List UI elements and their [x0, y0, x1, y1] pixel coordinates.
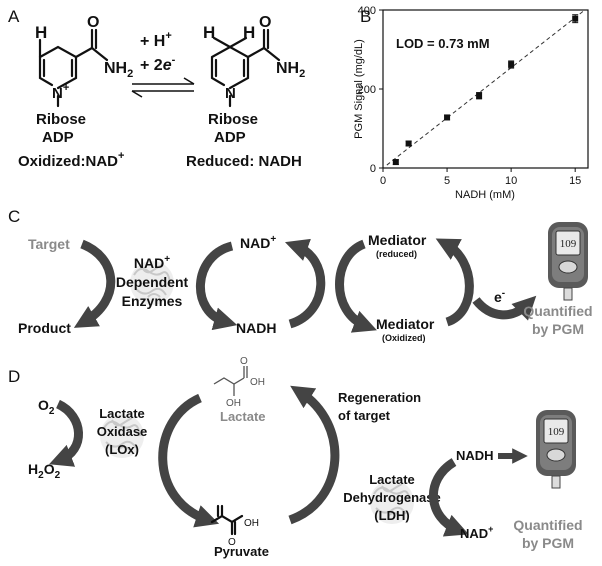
adp-label-a: ADP: [42, 129, 74, 146]
data-point: [444, 114, 451, 121]
x-tick-label: 10: [505, 175, 517, 187]
nad-label-c: NAD+: [240, 234, 276, 251]
o2-label: O2: [38, 397, 55, 417]
panel-label-a: A: [8, 7, 20, 26]
nadh-to-nad-arrow-d: [428, 458, 469, 537]
lox-label-3: (LOx): [105, 442, 139, 457]
ldh-label-3: (LDH): [374, 508, 409, 523]
target-product-arrow: [73, 239, 116, 328]
lactate-oh-bottom: OH: [226, 398, 241, 409]
ldh-label-1: Lactate: [369, 472, 415, 487]
nh2-label-nadh: NH2: [276, 60, 305, 80]
lactate-oh-top: OH: [250, 377, 265, 388]
lactate-label: Lactate: [220, 409, 266, 424]
regeneration-label-2: of target: [338, 408, 391, 423]
atom-h-right: H: [243, 23, 255, 42]
x-tick-label: 5: [444, 175, 450, 187]
ribose-label-a: Ribose: [36, 111, 86, 128]
mediator-reduced-label: Mediator: [368, 232, 427, 248]
y-tick-label: 400: [358, 5, 376, 17]
pyruvate-to-lactate-arrow: [288, 385, 340, 525]
glucose-meter-d: 109: [535, 409, 577, 489]
panel-label-b: B: [360, 7, 371, 26]
electron-transfer-arrow: [472, 295, 537, 321]
panel-label-c: C: [8, 207, 20, 226]
nadh-label-c: NADH: [236, 320, 276, 336]
panel-label-d: D: [8, 367, 20, 386]
ldh-label-2: Dehydrogenase: [343, 490, 441, 505]
atom-h: H: [35, 23, 47, 42]
enzyme-label-3: Enzymes: [122, 293, 183, 309]
target-label: Target: [28, 236, 70, 252]
quantified-label-c-1: Quantified: [523, 303, 592, 319]
x-tick-label: 0: [380, 175, 386, 187]
y-axis-label: PGM Signal (mg/dL): [353, 39, 365, 139]
lactate-to-pyruvate-arrow: [158, 393, 220, 528]
x-axis-label: NADH (mM): [455, 189, 515, 201]
nadh-to-nad-arrow: [284, 238, 326, 329]
meter-reading-c: 109: [560, 238, 577, 250]
data-point: [508, 61, 515, 68]
atom-h-left: H: [203, 23, 215, 42]
ribose-label-nadh: Ribose: [208, 111, 258, 128]
atom-o: O: [87, 14, 99, 31]
x-tick-label: 15: [569, 175, 581, 187]
adp-label-nadh: ADP: [214, 129, 246, 146]
lactate-o: O: [240, 356, 248, 367]
nh2-label: NH2: [104, 60, 133, 80]
plus-h-label: + H+: [140, 30, 172, 50]
nad-to-nadh-arrow: [196, 241, 238, 331]
nad-plus-structure: [38, 28, 109, 108]
nadh-label-d: NADH: [456, 448, 494, 463]
glucose-meter-c: 109: [547, 221, 589, 301]
meter-reading-d: 109: [548, 426, 565, 438]
o2-to-h2o2-arrow: [49, 399, 83, 467]
lactate-structure: [213, 366, 248, 396]
electron-label: e-: [494, 288, 505, 305]
data-point: [392, 159, 399, 166]
nadh-structure: [210, 28, 281, 108]
y-tick-label: 200: [358, 84, 376, 96]
equilibrium-arrows: [131, 77, 195, 98]
regeneration-label-1: Regeneration: [338, 390, 421, 405]
plus-2e-label: + 2e-: [140, 54, 176, 74]
enzyme-label-2: Dependent: [116, 274, 189, 290]
data-point: [405, 140, 412, 147]
plot-frame: [382, 9, 589, 169]
pyruvate-label: Pyruvate: [214, 544, 269, 559]
quantified-label-d-1: Quantified: [513, 517, 582, 533]
fit-line: [386, 11, 584, 166]
mediator-oxidation-arrow: [435, 238, 474, 327]
oxidized-sublabel: (Oxidized): [382, 333, 426, 343]
h2o2-label: H2O2: [28, 461, 61, 481]
product-label: Product: [18, 320, 71, 336]
enzyme-label-1: NAD+: [134, 254, 170, 271]
quantified-label-d-2: by PGM: [522, 535, 574, 551]
nad-label-d: NAD+: [460, 524, 493, 541]
reduced-label: Reduced: NADH: [186, 153, 302, 170]
pyruvate-o: O: [228, 537, 236, 548]
oxidized-label: Oxidized:NAD+: [18, 150, 124, 170]
data-point: [476, 92, 483, 99]
nadh-calibration-chart: LOD = 0.73 mM NADH (mM) PGM Signal (mg/d…: [353, 5, 589, 201]
quantified-label-c-2: by PGM: [532, 321, 584, 337]
data-point: [572, 15, 579, 22]
n-plus-label: N+: [52, 82, 69, 102]
lox-label-1: Lactate: [99, 406, 145, 421]
reduced-sublabel: (reduced): [376, 249, 417, 259]
pyruvate-oh: OH: [244, 518, 259, 529]
mediator-oxidized-label: Mediator: [376, 316, 435, 332]
atom-o-nadh: O: [259, 14, 271, 31]
lox-label-2: Oxidase: [97, 424, 148, 439]
lod-annotation: LOD = 0.73 mM: [396, 36, 490, 51]
y-tick-label: 0: [370, 163, 376, 175]
mediator-reduction-arrow: [335, 239, 377, 333]
pyruvate-structure: [210, 504, 244, 536]
n-label-nadh: N: [225, 85, 236, 102]
